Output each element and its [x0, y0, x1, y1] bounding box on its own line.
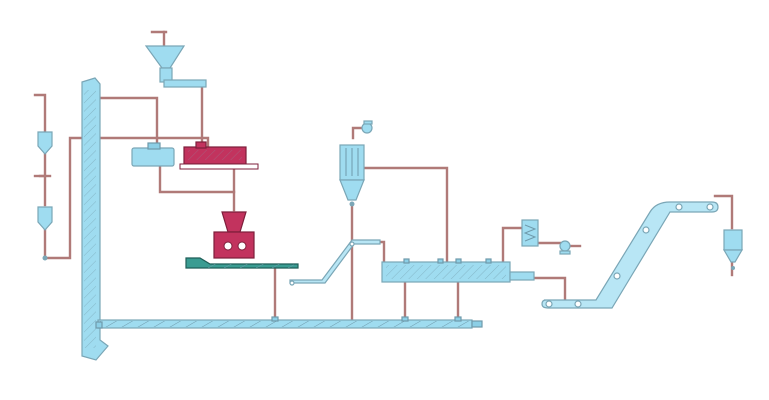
base-plate-conveyor: [185, 257, 299, 269]
bag-filter: [339, 144, 365, 207]
horizontal-mixer: [179, 141, 259, 170]
feed-hopper: [144, 30, 207, 88]
dryer-tank: [381, 258, 535, 283]
small-feed-silo-top: [37, 131, 53, 178]
bottom-screw-conveyor: [95, 316, 483, 329]
product-hopper: [722, 229, 744, 270]
incline-conveyor-long: [541, 201, 719, 309]
piping-network: [33, 84, 734, 324]
small-pump: [559, 240, 571, 255]
cyclone-fan: [361, 120, 373, 134]
grinder: [213, 211, 255, 259]
bucket-elevator: [81, 77, 109, 361]
incline-conveyor-short: [289, 239, 381, 286]
small-feed-silo-bottom: [37, 206, 53, 261]
weigh-feeder: [131, 142, 175, 167]
heat-exchanger: [521, 219, 539, 247]
